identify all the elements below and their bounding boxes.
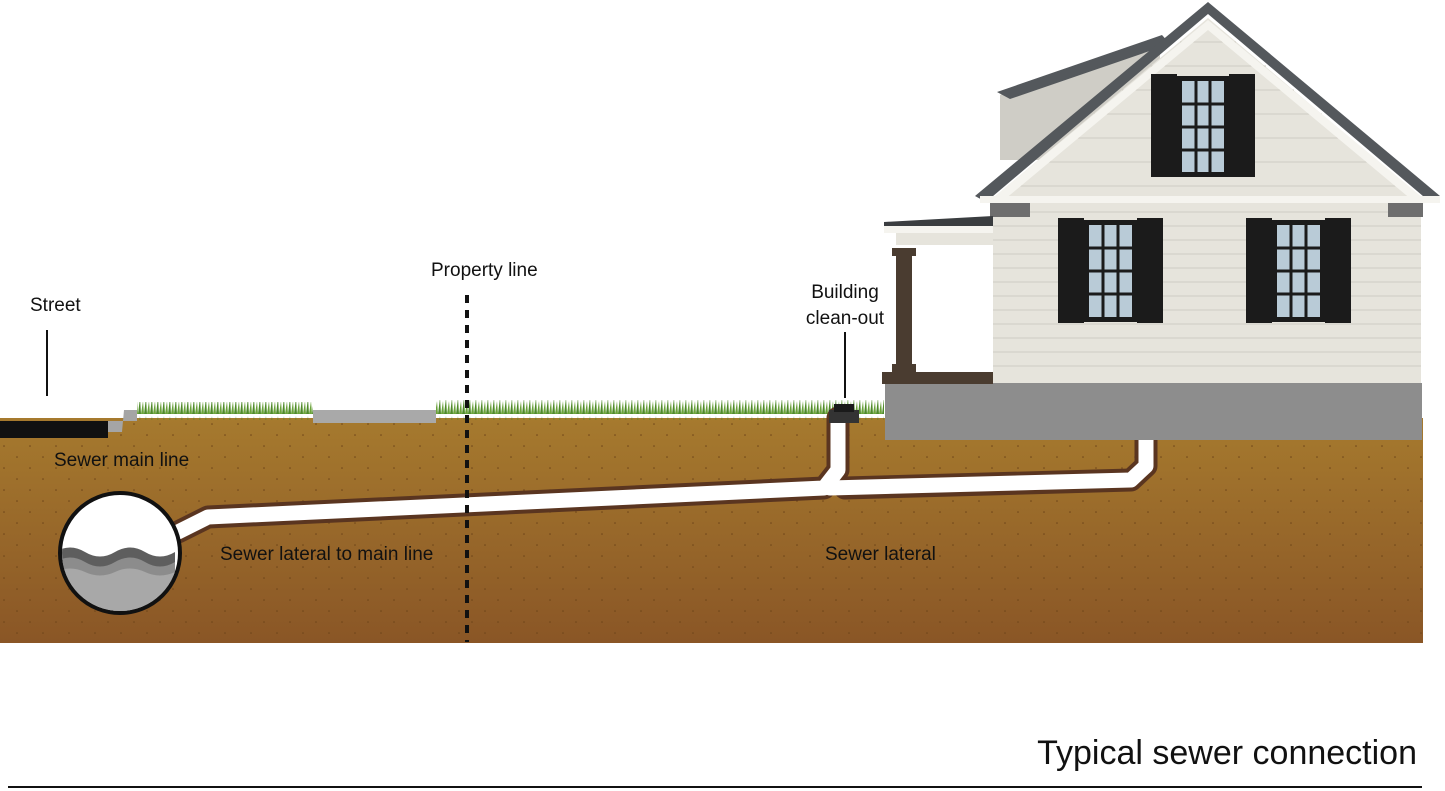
sidewalk — [313, 410, 436, 423]
clean-out-cap — [829, 332, 859, 423]
lower-window-left — [1058, 218, 1163, 323]
grass-strip — [137, 402, 313, 420]
clean-out-label-line1: Building — [811, 282, 879, 303]
sewer-main-line-label: Sewer main line — [54, 450, 190, 471]
sewer-pipes — [166, 406, 1158, 544]
street-surface — [0, 421, 108, 438]
soil — [0, 418, 1423, 643]
street-label: Street — [30, 295, 81, 316]
property-line-label: Property line — [431, 260, 538, 281]
sewer-lateral-label: Sewer lateral — [825, 544, 936, 565]
diagram-title: Typical sewer connection — [1037, 734, 1417, 772]
lower-window-right — [1246, 218, 1351, 323]
grass-strip — [436, 400, 884, 420]
sewer-main-pipe — [58, 491, 182, 615]
title-rule — [8, 786, 1422, 788]
house — [882, 2, 1440, 440]
porch — [882, 216, 993, 384]
clean-out-label: Building clean-out — [795, 282, 895, 331]
house-foundation — [885, 383, 1422, 440]
clean-out-label-line2: clean-out — [805, 307, 885, 329]
curb — [108, 410, 137, 432]
upper-window — [1151, 74, 1255, 177]
lateral-to-main-label: Sewer lateral to main line — [220, 544, 434, 565]
